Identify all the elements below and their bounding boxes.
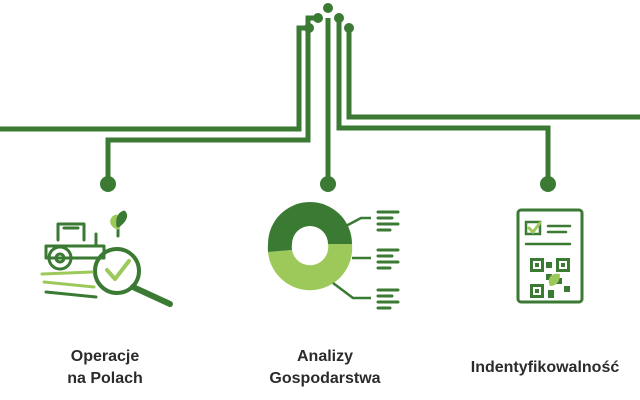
circuit-lines xyxy=(0,15,640,184)
terminal-dots xyxy=(304,3,354,33)
bus-left xyxy=(0,25,309,132)
feature-label-field-operations: Operacje na Polach xyxy=(30,346,180,390)
label-line: Operacje xyxy=(70,348,140,365)
branch-1 xyxy=(105,15,317,184)
label-line: Analizy xyxy=(296,348,353,365)
terminal-dot xyxy=(344,23,354,33)
terminal-dot xyxy=(323,3,333,13)
branch-nodes xyxy=(100,176,556,192)
donut-chart-icon xyxy=(267,202,400,310)
node-3 xyxy=(540,176,556,192)
label-line: Indentyfikowalność xyxy=(470,359,620,376)
label-line: na Polach xyxy=(67,370,143,387)
bus-right xyxy=(346,28,640,120)
feature-label-farm-analysis: Analizy Gospodarstwa xyxy=(245,346,405,390)
branch-3 xyxy=(336,18,551,184)
label-line: Gospodarstwa xyxy=(269,370,381,387)
terminal-dot xyxy=(313,13,323,23)
terminal-dot xyxy=(304,23,314,33)
tractor-magnifier-check-icon xyxy=(40,210,173,307)
terminal-dot xyxy=(334,13,344,23)
feature-label-traceability: Indentyfikowalność xyxy=(450,357,640,379)
document-qr-code-icon xyxy=(516,208,584,304)
node-2 xyxy=(320,176,336,192)
node-1 xyxy=(100,176,116,192)
